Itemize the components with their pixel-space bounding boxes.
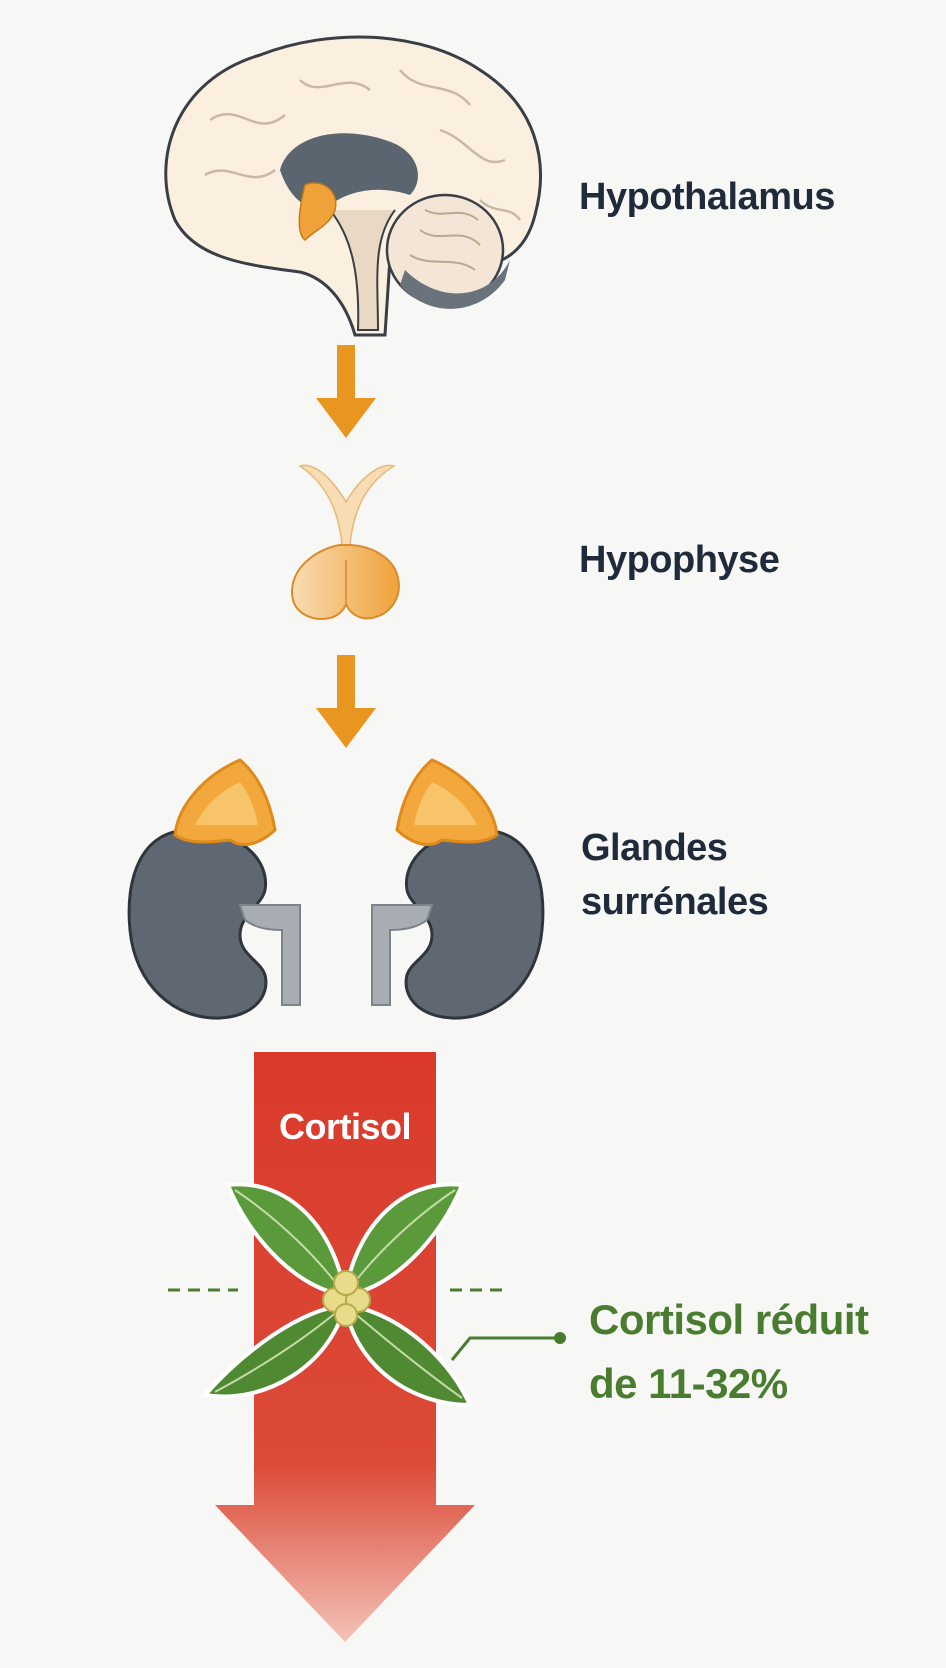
down-arrow-icon [316,655,376,748]
adrenal-label-line2: surrénales [581,881,769,923]
effect-connector [450,1332,566,1361]
down-arrow-icon [316,345,376,438]
cortisol-flow-label: Cortisol [278,1106,412,1147]
adrenal-label-line1: Glandes [581,827,728,869]
effect-label-line2: de 11-32% [589,1360,788,1407]
cerebellum [385,193,510,309]
adrenal-gland-icon [173,758,277,846]
hypothalamus-label: Hypothalamus [579,176,835,218]
effect-label-line1: Cortisol réduit [589,1296,869,1343]
brain-icon [164,35,542,337]
pituitary-icon [290,464,400,620]
kidney-icon [127,828,301,1020]
adrenal-gland-icon [395,758,499,846]
pituitary-label: Hypophyse [579,539,780,581]
kidney-icon [371,828,545,1020]
leaf-icon [201,1182,474,1408]
